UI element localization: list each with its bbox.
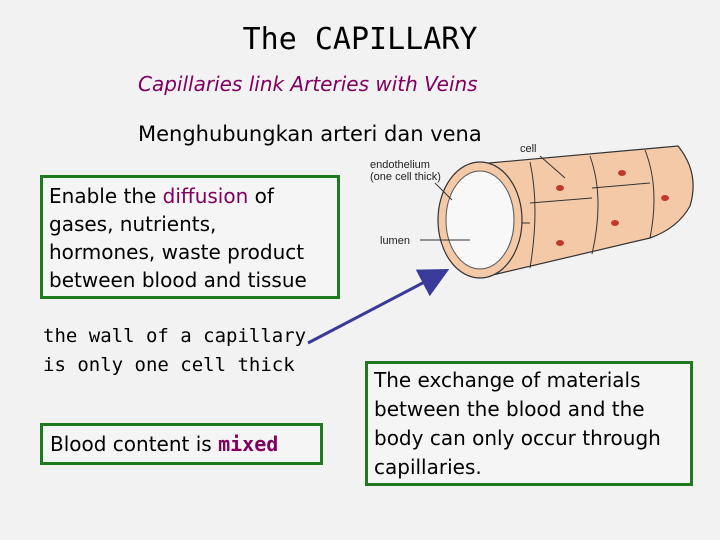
exchange-line-2: between the blood and the [374, 397, 645, 421]
diffusion-line-1: Enable the diffusion of [49, 182, 331, 210]
wall-note-line-2: is only one cell thick [43, 354, 295, 376]
label-lumen: lumen [380, 235, 410, 247]
diffusion-line1-rest: of [248, 184, 274, 208]
diffusion-keyword: diffusion [162, 184, 249, 208]
subtitle: Capillaries link Arteries with Veins [138, 72, 478, 96]
wall-note-line-1: the wall of a capillary [43, 325, 307, 347]
diffusion-line-4: between blood and tissue [49, 268, 307, 292]
page-title: The CAPILLARY [242, 22, 478, 57]
exchange-line-3: body can only occur through [374, 426, 661, 450]
blood-content-keyword: mixed [218, 432, 279, 456]
exchange-line-1: The exchange of materials [374, 368, 641, 392]
label-one-cell-thick: (one cell thick) [370, 171, 441, 183]
diffusion-line-3: hormones, waste product [49, 240, 305, 264]
wall-note: the wall of a capillary is only one cell… [43, 322, 333, 380]
blood-content-box: Blood content is mixed [40, 423, 323, 465]
diffusion-line-2: gases, nutrients, [49, 212, 217, 236]
cell-leader [539, 155, 566, 179]
label-cell: cell [520, 143, 537, 155]
exchange-box: The exchange of materials between the bl… [365, 361, 693, 486]
label-endothelium: endothelium [370, 159, 430, 171]
indonesian-note: Menghubungkan arteri dan vena [138, 122, 482, 146]
diffusion-box: Enable the diffusion of gases, nutrients… [40, 175, 340, 299]
blood-content-lead: Blood content is [50, 432, 219, 456]
exchange-line-4: capillaries. [374, 455, 482, 479]
capillary-diagram: endothelium (one cell thick) cell lumen [370, 143, 694, 279]
endothelium-leader [434, 182, 453, 201]
diffusion-lead: Enable the [49, 184, 163, 208]
